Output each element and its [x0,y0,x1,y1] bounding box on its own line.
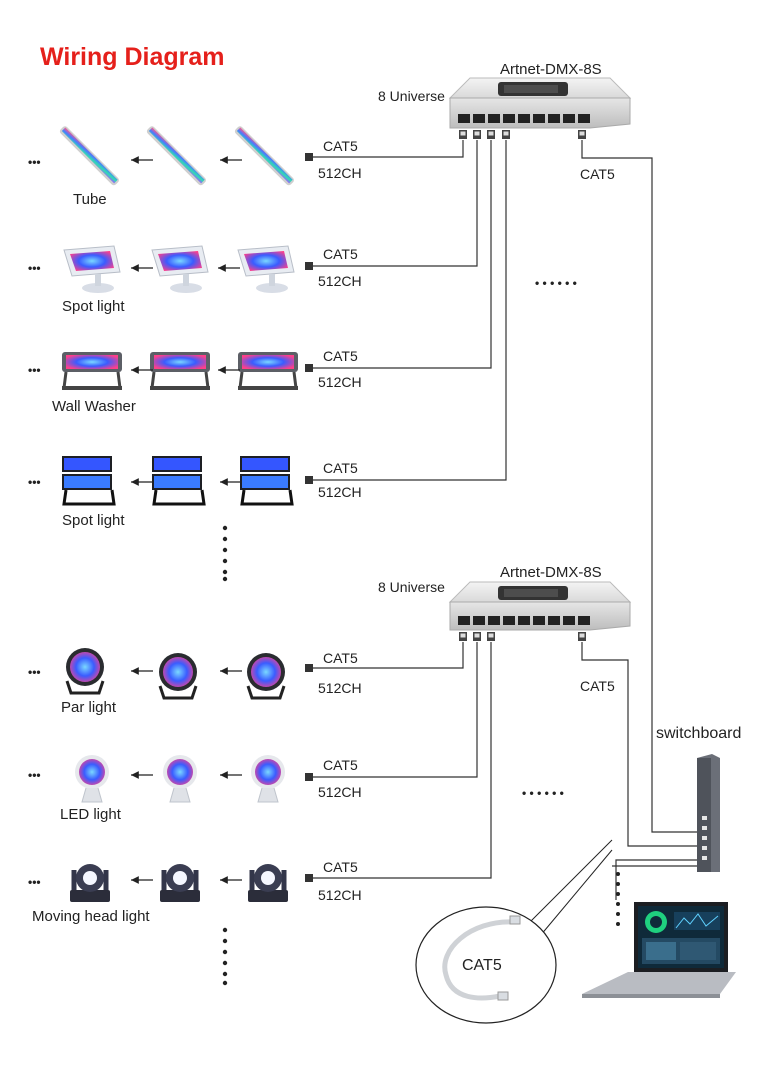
row-6-ellipsis: ••• [28,768,41,782]
row-5-channels-label: 512CH [318,680,362,696]
row-7-cable-label: CAT5 [323,859,358,875]
row-6-channels-label: 512CH [318,784,362,800]
fixture-row-par-light: ••• Par light [28,648,286,716]
row-4-fixture-label: Spot light [62,512,125,529]
fixture-row-wall-washer: ••• Wall Washer [28,352,298,415]
fixture-plugs [305,153,313,882]
cable-row-5 [312,642,464,669]
flood-light-icon [62,456,294,506]
moving-head-icon [70,864,288,902]
row-7-fixture-label: Moving head light [32,908,150,925]
fixture-row-flood-light: ••• Spot light [28,456,294,529]
artnet-controller-2: Artnet-DMX-8S 8 Universe CAT5 [378,564,632,694]
row-5-ellipsis: ••• [28,665,41,679]
controller-2-model-label: Artnet-DMX-8S [500,564,602,581]
controller-2-universe-label: 8 Universe [378,579,445,595]
switchboard-label: switchboard [656,725,741,742]
laptop-icon [582,902,736,998]
controller-1-uplink-label: CAT5 [580,166,615,182]
cable-labels: CAT5 512CH CAT5 512CH CAT5 512CH CAT5 51… [318,138,362,903]
cable-row-7 [312,642,492,879]
row-2-ellipsis: ••• [28,261,41,275]
fixture-row-moving-head: ••• Moving head light [28,864,288,925]
cable-row-4 [312,140,507,481]
row-1-cable-label: CAT5 [323,138,358,154]
row-3-fixture-label: Wall Washer [52,398,136,415]
row-1-fixture-label: Tube [73,191,107,208]
more-outputs-indicator-2: • • • • • • [522,786,564,800]
row-7-ellipsis: ••• [28,875,41,889]
row-5-fixture-label: Par light [61,699,117,716]
row-3-cable-label: CAT5 [323,348,358,364]
switch-to-laptop-cable [615,859,700,900]
led-tube-icon [59,126,294,186]
row-2-channels-label: 512CH [318,273,362,289]
cat5-cable-callout: CAT5 [415,839,613,1024]
uplink-cable-1 [581,140,700,833]
row-1-ellipsis: ••• [28,155,41,169]
wall-washer-icon [62,352,298,390]
row-4-ellipsis: ••• [28,475,41,489]
spot-light-icon [63,245,295,293]
row-5-cable-label: CAT5 [323,650,358,666]
row-2-fixture-label: Spot light [62,298,125,315]
controller-1-model-label: Artnet-DMX-8S [500,61,602,78]
fixture-row-led-light: ••• LED light [28,755,285,823]
row-1-channels-label: 512CH [318,165,362,181]
controller-2-uplink-label: CAT5 [580,678,615,694]
row-3-channels-label: 512CH [318,374,362,390]
more-devices-indicator [616,872,620,926]
cable-row-2 [312,140,478,267]
cable-row-3 [312,140,492,369]
controller-1-universe-label: 8 Universe [378,88,445,104]
cable-row-1 [312,140,464,158]
cable-lines [312,140,700,900]
diagram-title: Wiring Diagram [40,43,225,71]
more-outputs-indicator-1: • • • • • • [535,276,577,290]
switchboard: switchboard [656,725,741,872]
row-6-fixture-label: LED light [60,806,122,823]
led-light-icon [75,755,285,803]
more-rows-indicator-1 [222,525,228,582]
fixture-row-tube: ••• Tube [28,126,294,208]
artnet-controller-1: Artnet-DMX-8S 8 Universe CAT5 [378,61,632,182]
more-rows-indicator-2 [222,927,228,986]
row-6-cable-label: CAT5 [323,757,358,773]
row-3-ellipsis: ••• [28,363,41,377]
row-4-channels-label: 512CH [318,484,362,500]
par-light-icon [65,648,286,700]
cat5-callout-label: CAT5 [462,957,502,974]
fixture-row-spot-light: ••• Spot light [28,245,295,315]
uplink-cable-2 [581,642,700,847]
row-4-cable-label: CAT5 [323,460,358,476]
cable-row-6 [312,642,478,778]
row-2-cable-label: CAT5 [323,246,358,262]
row-7-channels-label: 512CH [318,887,362,903]
